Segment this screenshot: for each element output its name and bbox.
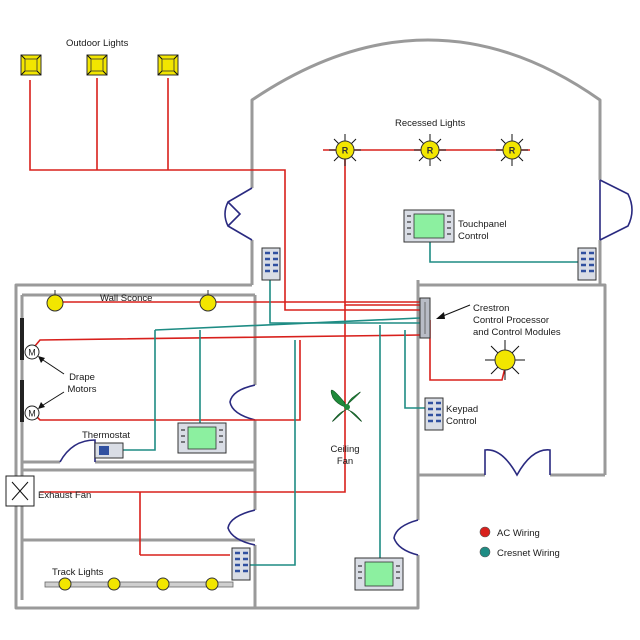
recessed-light-icon: R bbox=[496, 134, 528, 166]
crestron-control-processor: Crestron Control Processor and Control M… bbox=[419, 297, 561, 339]
ceiling-fan-label-line2: Fan bbox=[337, 456, 353, 467]
door-bottom-right bbox=[393, 519, 419, 556]
track-light-icon bbox=[205, 577, 219, 591]
light-fixture-icon bbox=[485, 340, 525, 380]
crestron-label-line2: Control Processor bbox=[473, 315, 549, 326]
cresnet-dome-keypad bbox=[269, 280, 420, 324]
ceiling-fan-icon: Ceiling Fan bbox=[330, 389, 362, 467]
thermostat: Thermostat bbox=[82, 430, 130, 459]
track-lights: Track Lights bbox=[44, 567, 234, 591]
thermostat-room-touchpanel bbox=[177, 422, 227, 454]
wall-sconce-icon bbox=[199, 290, 217, 312]
door-left-dome bbox=[224, 187, 253, 241]
arrow-icon bbox=[38, 402, 45, 409]
door-right-dome bbox=[599, 179, 633, 241]
keypad-label-line1: Keypad bbox=[446, 404, 478, 415]
svg-text:R: R bbox=[509, 146, 516, 156]
drape-rail bbox=[20, 380, 24, 422]
thermostat-label: Thermostat bbox=[82, 430, 130, 441]
drape-rail bbox=[20, 318, 24, 360]
dome-wall bbox=[250, 38, 602, 188]
keypad-right-room bbox=[577, 247, 597, 281]
drape-label-line1: Drape bbox=[69, 372, 95, 383]
legend-cresnet-swatch bbox=[479, 546, 491, 558]
exhaust-fan-icon: Exhaust Fan bbox=[5, 475, 91, 507]
crestron-label-line1: Crestron bbox=[473, 303, 509, 314]
outdoor-light-icon bbox=[86, 54, 108, 76]
touchpanel-label-line1: Touchpanel bbox=[458, 219, 507, 230]
motor-icon: M bbox=[24, 344, 40, 360]
touchpanel-control: Touchpanel Control bbox=[403, 209, 507, 243]
cresnet-touchpanel bbox=[429, 240, 588, 263]
wall-sconces: Wall Sconce bbox=[46, 290, 217, 312]
outdoor-lights: Outdoor Lights bbox=[20, 38, 179, 76]
track-lights-label: Track Lights bbox=[52, 567, 104, 578]
outdoor-light-icon bbox=[20, 54, 42, 76]
legend-ac-swatch bbox=[479, 526, 491, 538]
track-light-icon bbox=[156, 577, 170, 591]
arrow-icon bbox=[436, 312, 445, 319]
cresnet-wiring bbox=[105, 240, 588, 566]
keypad-dome bbox=[261, 247, 281, 281]
touchpanel-label-line2: Control bbox=[458, 231, 489, 242]
wall-sconce-icon bbox=[46, 290, 64, 312]
track-rail bbox=[44, 581, 234, 588]
outdoor-light-icon bbox=[157, 54, 179, 76]
legend-cresnet-label: Cresnet Wiring bbox=[497, 548, 560, 559]
exhaust-fan-label: Exhaust Fan bbox=[38, 490, 91, 501]
door-lower bbox=[227, 509, 256, 546]
drape-motors: M M Drape Motors bbox=[20, 318, 97, 422]
walls bbox=[14, 38, 607, 610]
motor-icon: M bbox=[24, 405, 40, 421]
ac-wire-exhaust bbox=[40, 390, 346, 556]
ac-wire-drape bbox=[29, 334, 421, 353]
ceiling-fan-label-line1: Ceiling bbox=[330, 444, 359, 455]
keypad-label-line2: Control bbox=[446, 416, 477, 427]
crestron-label-line3: and Control Modules bbox=[473, 327, 561, 338]
cresnet-lower bbox=[245, 340, 296, 566]
ac-wire-controller-light bbox=[429, 320, 506, 381]
cresnet-keypad bbox=[404, 330, 425, 409]
drape-label-line2: Motors bbox=[67, 384, 96, 395]
track-light-icon bbox=[107, 577, 121, 591]
ac-wire-outdoor bbox=[29, 78, 420, 311]
recessed-lights: Recessed Lights R R R bbox=[329, 118, 528, 166]
keypad-lower bbox=[231, 547, 251, 581]
arrow-line bbox=[39, 391, 65, 408]
door-thermostat-room bbox=[59, 439, 96, 463]
outdoor-lights-label: Outdoor Lights bbox=[66, 38, 129, 49]
doors bbox=[59, 179, 633, 556]
recessed-lights-label: Recessed Lights bbox=[395, 118, 465, 129]
track-light-icon bbox=[58, 577, 72, 591]
legend: AC Wiring Cresnet Wiring bbox=[479, 526, 560, 559]
legend-ac-label: AC Wiring bbox=[497, 528, 540, 539]
recessed-light-icon: R bbox=[414, 134, 446, 166]
left-room-walls bbox=[14, 283, 420, 610]
arrow-line bbox=[39, 357, 65, 375]
wall-sconce-label: Wall Sconce bbox=[100, 293, 152, 304]
arrow-icon bbox=[38, 356, 45, 363]
door-double-bottom bbox=[484, 449, 551, 477]
bottom-touchpanel bbox=[354, 557, 404, 591]
svg-text:M: M bbox=[28, 348, 36, 358]
door-center bbox=[229, 384, 256, 421]
dome-right-wall bbox=[598, 240, 607, 475]
recessed-light-icon: R bbox=[329, 134, 361, 166]
svg-text:M: M bbox=[28, 409, 36, 419]
keypad-control: Keypad Control bbox=[424, 397, 478, 431]
svg-text:R: R bbox=[427, 146, 434, 156]
svg-text:R: R bbox=[342, 146, 349, 156]
ac-wiring bbox=[29, 78, 530, 556]
